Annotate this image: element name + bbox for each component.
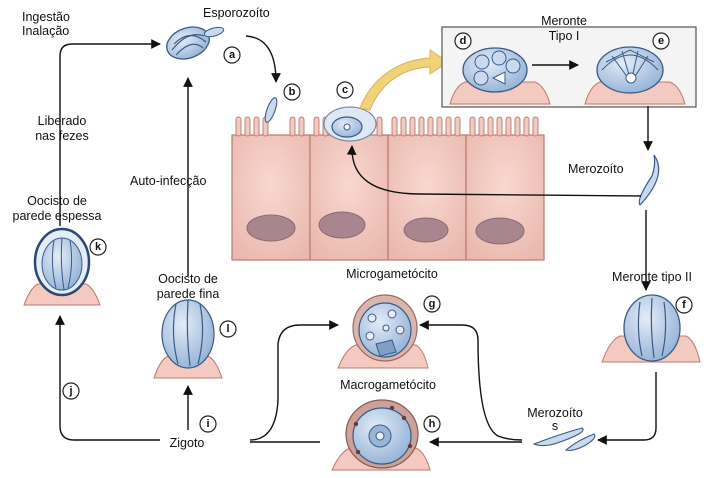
label-autoinfection: Auto-infecção [130,174,206,188]
stage-badge-a: a [223,46,241,64]
microgametocyte [337,294,429,369]
thick-walled-oocyst [23,227,101,306]
label-macrogametocyte: Macrogametócito [340,378,436,392]
label-merozoites-line2: s [552,419,558,433]
label-microgametocyte: Microgametócito [346,267,438,281]
stage-badge-d: d [454,32,472,50]
svg-text:c: c [342,84,348,96]
stage-badge-f: f [675,296,693,314]
label-zygote: Zigoto [170,436,205,450]
stage-badge-e: e [652,32,670,50]
label-inhalation: Inalação [22,24,69,38]
meront-type1-early [449,47,551,105]
svg-text:b: b [289,86,296,98]
svg-text:i: i [206,418,209,430]
stage-badge-c: c [336,81,354,99]
stage-badge-b: b [283,83,301,101]
stage-badge-l: l [219,320,237,338]
stage-badge-k: k [89,238,107,256]
stage-badge-h: h [423,415,441,433]
label-meront-type1-line2: Tipo I [549,29,580,43]
label-released-line1: Liberado [38,114,87,128]
label-thick-oocyst-line2: parede espessa [13,209,102,223]
meront-type1-mature [584,46,686,105]
macrogametocyte [331,399,431,471]
label-merozoite: Merozoíto [568,162,624,176]
intestinal-epithelium [231,116,545,261]
epithelial-cell [309,134,389,261]
label-sporozoite: Esporozoíto [203,6,270,20]
highlight-arrow [359,49,449,111]
svg-text:l: l [226,323,229,335]
label-thick-oocyst-line1: Oocisto de [27,194,87,208]
svg-text:h: h [429,418,436,430]
trophozoite [323,106,377,142]
label-released-line2: nas fezes [35,129,89,143]
svg-text:g: g [429,298,436,310]
label-thin-oocyst-line1: Oocisto de [158,272,218,286]
stage-badge-i: i [199,415,217,433]
sporozoite-oocyst [166,26,225,60]
svg-text:f: f [682,299,686,311]
merozoites-pair [532,427,596,452]
microvilli [235,116,539,137]
stage-badge-g: g [423,295,441,313]
epithelial-cell [231,134,311,261]
svg-text:j: j [68,385,72,397]
svg-text:k: k [95,241,102,253]
life-cycle-arrows [55,35,657,447]
meront-type2 [601,294,701,363]
epithelial-cell [387,134,467,261]
label-thin-oocyst-line2: parede fina [157,287,220,301]
label-meront-type2: Meronte tipo II [612,270,692,284]
sporozoite-attaching [264,97,278,123]
svg-text:a: a [229,49,236,61]
merozoite [638,154,660,206]
stage-badge-j: j [62,382,80,400]
epithelial-cell [465,134,545,261]
thin-walled-oocyst [153,299,223,379]
label-meront-type1-line1: Meronte [541,14,587,28]
label-merozoites-line1: Merozoíto [527,406,583,420]
svg-text:e: e [658,35,664,47]
label-ingestion: Ingestão [22,10,70,24]
svg-text:d: d [460,35,467,47]
